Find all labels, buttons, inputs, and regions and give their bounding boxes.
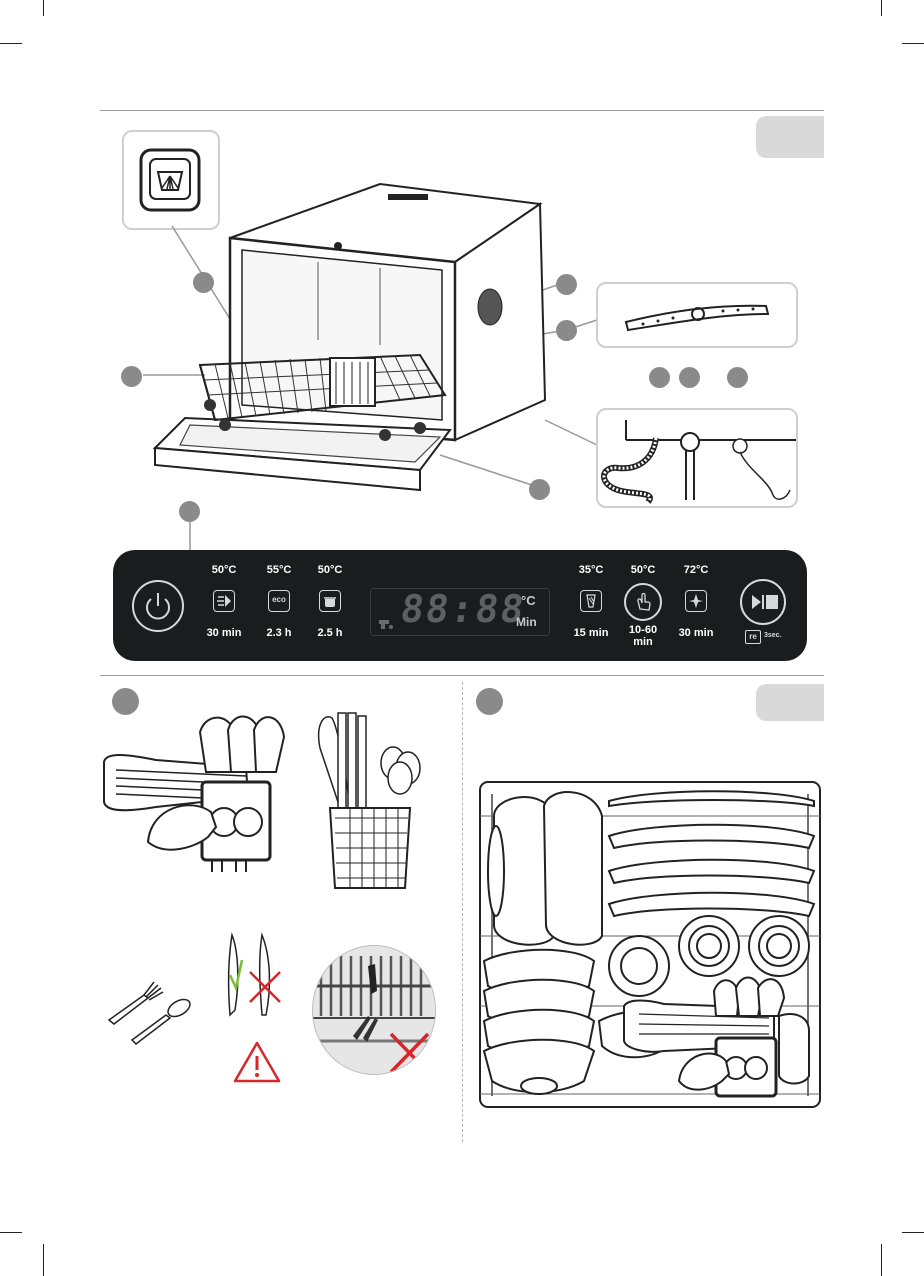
reset-icon: re: [745, 630, 761, 644]
column-divider: [462, 682, 463, 1142]
program-temp: 50°C: [300, 564, 360, 576]
sparkle-button[interactable]: [685, 590, 707, 612]
program-temp: 50°C: [194, 564, 254, 576]
control-panel: 50°C 30 min 55°C eco 2.3 h 50°C 2.5 h 88…: [113, 550, 807, 661]
marker-loading-section: [476, 688, 503, 715]
program-temp: 35°C: [561, 564, 621, 576]
warning-icon: [232, 1040, 282, 1084]
section-divider: [100, 675, 824, 676]
spray-arm-icon: [598, 284, 796, 346]
crop-mark: [881, 1244, 882, 1276]
fork-spoon-illustration: [104, 970, 214, 1050]
reset-hint: 3sec.: [764, 632, 782, 639]
crop-mark: [43, 1244, 44, 1276]
hand-touch-button[interactable]: [624, 583, 662, 621]
glass-button[interactable]: [580, 590, 602, 612]
rear-connections-callout: [596, 408, 798, 508]
not-allowed-x-icon: [313, 946, 435, 1074]
sparkle-icon: [686, 591, 706, 611]
program-time: 2.5 h: [300, 627, 360, 639]
hand-touch-icon: [626, 585, 660, 619]
quick-wash-icon: [214, 591, 234, 611]
program-time: 30 min: [666, 627, 726, 639]
quick-wash-button[interactable]: [213, 590, 235, 612]
rear-connections-icon: [598, 410, 796, 506]
rack-closeup-circle: [312, 945, 436, 1075]
lcd-display: 88:88 °C Min: [370, 588, 550, 636]
program-time: 10-60 min: [613, 624, 673, 648]
time-digits: 88:88: [398, 587, 529, 631]
pot-button[interactable]: [319, 590, 341, 612]
power-icon: [134, 582, 182, 630]
marker-cutlery-section: [112, 688, 139, 715]
unit-celsius: °C: [521, 593, 536, 608]
play-stop-icon: [742, 581, 784, 623]
program-time: 30 min: [194, 627, 254, 639]
cutlery-basket-side-illustration: [96, 712, 296, 887]
spray-arm-callout: [596, 282, 798, 348]
knife-orientation-illustration: [220, 930, 290, 1025]
program-time: 15 min: [561, 627, 621, 639]
program-temp: 72°C: [666, 564, 726, 576]
eco-button[interactable]: eco: [268, 590, 290, 612]
glass-icon: [581, 591, 601, 611]
cutlery-basket-front-illustration: [300, 708, 440, 888]
pot-icon: [320, 591, 340, 611]
water-tap-icon: [377, 615, 397, 631]
program-temp: 50°C: [613, 564, 673, 576]
crop-mark: [902, 1232, 924, 1233]
unit-minutes: Min: [516, 615, 537, 629]
eco-icon: eco: [269, 595, 289, 604]
page-tab-bottom: [756, 684, 824, 721]
start-pause-button[interactable]: [740, 579, 786, 625]
power-button[interactable]: [132, 580, 184, 632]
crop-mark: [0, 1232, 22, 1233]
loaded-rack-illustration: [474, 776, 826, 1116]
